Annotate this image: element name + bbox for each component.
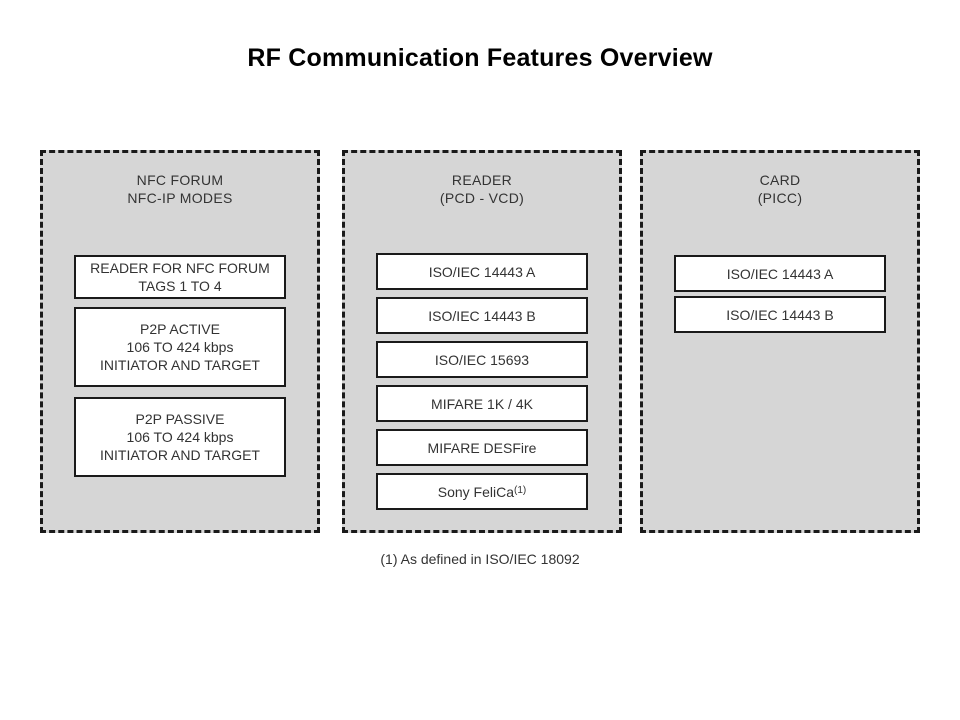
panel-header-line: READER <box>451 172 513 188</box>
box-line: MIFARE DESFire <box>427 439 537 456</box>
box-line: ISO/IEC 15693 <box>434 351 530 368</box>
box-line: 106 TO 424 kbps <box>126 429 234 445</box>
box-line: TAGS 1 TO 4 <box>138 278 222 294</box>
box-p2p-passive: P2P PASSIVE 106 TO 424 kbps INITIATOR AN… <box>74 397 286 477</box>
panel-header-line: NFC FORUM <box>136 172 224 188</box>
box-line-text: Sony FeliCa <box>437 483 515 500</box>
box-line: INITIATOR AND TARGET <box>100 357 260 373</box>
panel-card-header: CARD (PICC) <box>643 171 917 207</box>
box-line: ISO/IEC 14443 B <box>726 306 834 323</box>
box-reader-for-nfc-forum-tags: READER FOR NFC FORUM TAGS 1 TO 4 <box>74 255 286 299</box>
box-line: ISO/IEC 14443 A <box>428 263 536 280</box>
box-reader-iso-iec-14443-a: ISO/IEC 14443 A <box>376 253 588 290</box>
box-line: MIFARE 1K / 4K <box>431 395 533 412</box>
footnote: (1) As defined in ISO/IEC 18092 <box>380 551 580 567</box>
panel-reader: READER (PCD - VCD) ISO/IEC 14443 A ISO/I… <box>342 150 622 533</box>
box-mifare-1k-4k: MIFARE 1K / 4K <box>376 385 588 422</box>
box-card-iso-iec-14443-a: ISO/IEC 14443 A <box>674 255 886 292</box>
panel-reader-header: READER (PCD - VCD) <box>345 171 619 207</box>
box-line: P2P ACTIVE <box>140 321 220 337</box>
page-title: RF Communication Features Overview <box>247 44 713 72</box>
panel-header-line: NFC-IP MODES <box>127 190 233 206</box>
footnote-ref: (1) <box>514 484 527 496</box>
box-sony-felica: Sony FeliCa(1) <box>376 473 588 510</box>
panel-header-line: (PICC) <box>757 190 803 206</box>
panel-card: CARD (PICC) ISO/IEC 14443 A ISO/IEC 1444… <box>640 150 920 533</box>
panel-header-line: CARD <box>759 172 801 188</box>
box-line: Sony FeliCa(1) <box>378 483 586 501</box>
box-line: P2P PASSIVE <box>135 411 225 427</box>
panel-nfc-forum: NFC FORUM NFC-IP MODES READER FOR NFC FO… <box>40 150 320 533</box>
box-reader-iso-iec-14443-b: ISO/IEC 14443 B <box>376 297 588 334</box>
box-line: ISO/IEC 14443 B <box>428 307 536 324</box>
box-line: READER FOR NFC FORUM <box>90 260 270 276</box>
box-p2p-active: P2P ACTIVE 106 TO 424 kbps INITIATOR AND… <box>74 307 286 387</box>
box-mifare-desfire: MIFARE DESFire <box>376 429 588 466</box>
box-line: ISO/IEC 14443 A <box>726 265 834 282</box>
box-line: 106 TO 424 kbps <box>126 339 234 355</box>
box-line: INITIATOR AND TARGET <box>100 447 260 463</box>
panel-nfc-forum-header: NFC FORUM NFC-IP MODES <box>43 171 317 207</box>
box-reader-iso-iec-15693: ISO/IEC 15693 <box>376 341 588 378</box>
box-card-iso-iec-14443-b: ISO/IEC 14443 B <box>674 296 886 333</box>
panel-header-line: (PCD - VCD) <box>439 190 525 206</box>
